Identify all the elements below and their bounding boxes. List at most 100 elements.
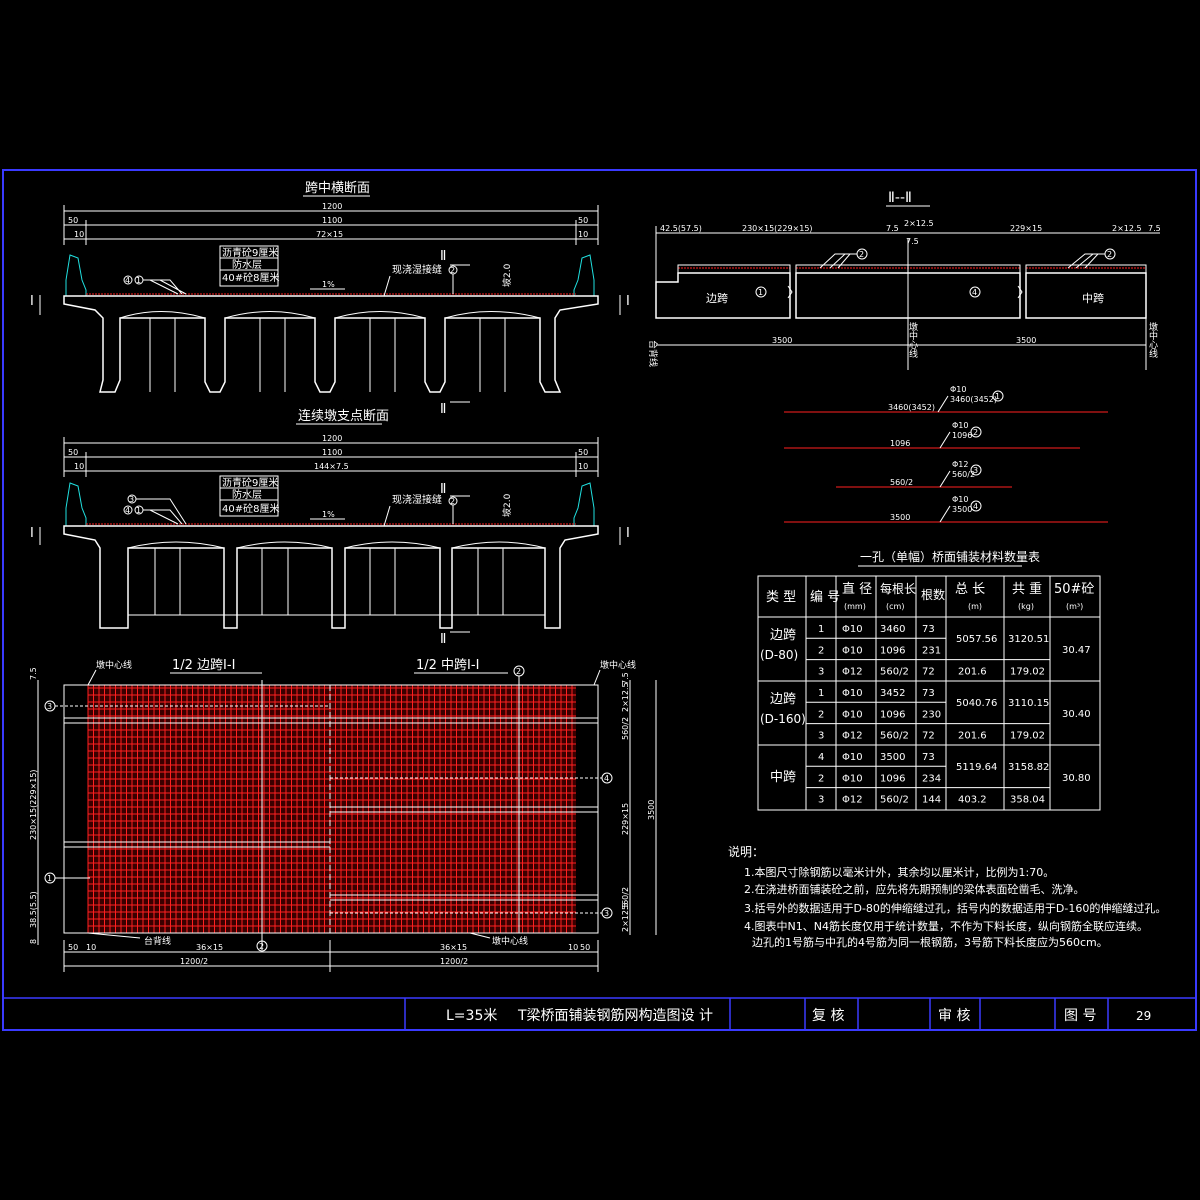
pier-dim-grid: 144×7.5 [314, 462, 349, 471]
tb-approve: 审 核 [938, 1008, 970, 1024]
note-3: 3.括号外的数据适用于D-80的伸缩缝过孔，括号内的数据适用于D-160的伸缩缝… [744, 901, 1166, 915]
tu-dia: (mm) [844, 602, 866, 611]
plan-r2: 560/2 [621, 717, 630, 740]
plan-r5: 560/2 [621, 887, 630, 910]
cell-no: 3 [818, 731, 824, 742]
ii-abut-v: 台背线 [647, 340, 659, 367]
ii-dim-b: 7.5 [886, 224, 899, 233]
cell-no: 3 [818, 795, 824, 806]
plan-v2: 230×15(229×15) [29, 769, 38, 840]
plan-b7: 10 [568, 943, 578, 952]
plan-r4: 3500 [647, 800, 656, 820]
cell-cnt: 230 [922, 709, 941, 720]
mid-dim-ten-right: 10 [578, 230, 588, 239]
ii-dim-a: 230×15(229×15) [742, 224, 813, 233]
plan-title-mid: 1/2 中跨Ⅰ-Ⅰ [416, 658, 479, 673]
cell-cnt: 72 [922, 667, 935, 678]
bar3-len: 560/2 [890, 478, 913, 487]
bar2-len: 1096 [890, 439, 910, 448]
pier-support-section: 连续墩支点断面 1200 1100 50 50 144×7.5 10 10 [30, 408, 630, 647]
cell-dia: Φ10 [842, 645, 863, 656]
mid-joint-label: 现浇湿接缝 [392, 263, 442, 276]
ii-dim-left: 42.5(57.5) [660, 224, 702, 233]
mid-span-cross-section: 跨中横断面 1200 1100 50 50 72×15 10 10 [30, 181, 630, 417]
bar1-spec: Φ10 [950, 385, 966, 394]
plan-pier-center-bottom: 墩中心线 [492, 935, 528, 947]
svg-text:1: 1 [758, 288, 763, 297]
note-5: 边孔的1号筋与中孔的4号筋为同一根钢筋，3号筋下料长度应为560cm。 [752, 935, 1108, 949]
cell-dia: Φ10 [842, 752, 863, 763]
cell-cnt: 234 [922, 773, 941, 784]
svg-text:1: 1 [136, 276, 141, 285]
plan-b2: 36×15 [440, 943, 467, 952]
ii-side-span: 边跨 [706, 292, 728, 305]
ii-pier-v2: 墩中心线 [1147, 321, 1158, 358]
tu-len: (cm) [886, 602, 904, 611]
svg-text:3: 3 [604, 909, 609, 918]
cell-dia: Φ10 [842, 624, 863, 635]
th-cnt: 根数 [921, 587, 945, 602]
bar3-detail: 560/2 [952, 470, 975, 479]
tb-fig-no: 29 [1136, 1009, 1151, 1023]
cell-no: 2 [818, 709, 824, 720]
section-II-title: Ⅱ--Ⅱ [888, 190, 912, 206]
plan-b8: 50 [580, 943, 590, 952]
mid-dim-total: 1200 [322, 202, 342, 211]
svg-text:4: 4 [972, 288, 977, 297]
mid-sec-I-right: Ⅰ [626, 294, 630, 309]
note-2: 2.在浇进桥面铺装砼之前，应先将先期预制的梁体表面砼凿毛、洗净。 [744, 882, 1085, 896]
tu-conc: (m³) [1066, 602, 1083, 611]
tb-review: 复 核 [812, 1007, 844, 1024]
cell-type: 边跨 [770, 692, 796, 707]
cell-type-sub: (D-80) [760, 648, 798, 662]
th-total: 总 长 [955, 582, 985, 597]
ii-pier-v1: 墩中心线 [907, 321, 918, 358]
cell-dia: Φ10 [842, 688, 863, 699]
cell-len: 1096 [880, 709, 905, 720]
plan-r3: 229×15 [621, 803, 630, 835]
cell-type: 边跨 [770, 628, 796, 643]
bar1-no: 1 [995, 392, 1000, 401]
cell-len: 3500 [880, 752, 905, 763]
plan-v4: 8 [29, 939, 38, 944]
cell-total-a: 5057.56 [956, 634, 997, 645]
svg-text:2: 2 [259, 942, 264, 951]
pier-dim-inner: 1100 [322, 448, 342, 457]
pier-sec-II-bot: Ⅱ [440, 632, 446, 647]
cell-dia: Φ12 [842, 731, 863, 742]
cell-weight-a: 3120.51 [1008, 634, 1049, 645]
ii-span2: 3500 [1016, 336, 1036, 345]
svg-text:4: 4 [125, 506, 130, 515]
th-no: 编 号 [810, 590, 840, 605]
svg-text:2: 2 [1107, 250, 1112, 259]
table-title: 一孔（单幅）桥面铺装材料数量表 [860, 549, 1040, 564]
rebar-mesh [87, 685, 576, 934]
section-II-II: Ⅱ--Ⅱ 42.5(57.5) 230×15(229×15) 7.5 2×12.… [647, 190, 1161, 370]
mid-slope: 1% [322, 280, 335, 289]
tu-weight: (kg) [1018, 602, 1034, 611]
cell-weight-a: 3158.82 [1008, 762, 1049, 773]
cell-dia: Φ12 [842, 795, 863, 806]
pier-sec-I-right: Ⅰ [626, 526, 630, 541]
bar3-spec: Φ12 [952, 460, 968, 469]
ii-dim-f: 7.5 [1148, 224, 1161, 233]
plan-b3: 1200/2 [180, 957, 208, 966]
pier-layer-asphalt: 沥青砼9厘米 [222, 476, 278, 489]
bar4-no: 4 [973, 502, 978, 511]
cell-conc: 30.80 [1062, 773, 1091, 784]
pier-section-title: 连续墩支点断面 [298, 408, 389, 424]
bar4-spec: Φ10 [952, 495, 968, 504]
plan-b1: 36×15 [196, 943, 223, 952]
cell-total-a: 5119.64 [956, 762, 997, 773]
pier-sec-II-top: Ⅱ [440, 482, 446, 497]
svg-text:4: 4 [604, 774, 609, 783]
plan-r6: 2×12.5 [621, 902, 630, 932]
bar3-no: 3 [973, 466, 978, 475]
pier-gradient: 坡2.0 [501, 493, 513, 517]
material-table: 一孔（单幅）桥面铺装材料数量表 类 型 编 号 直 径 每根长 根数 总 长 共… [757, 549, 1101, 811]
cell-no: 2 [818, 773, 824, 784]
cell-dia: Φ12 [842, 667, 863, 678]
pier-dim-ten-left: 10 [74, 462, 84, 471]
tb-fig-label: 图 号 [1064, 1008, 1096, 1024]
